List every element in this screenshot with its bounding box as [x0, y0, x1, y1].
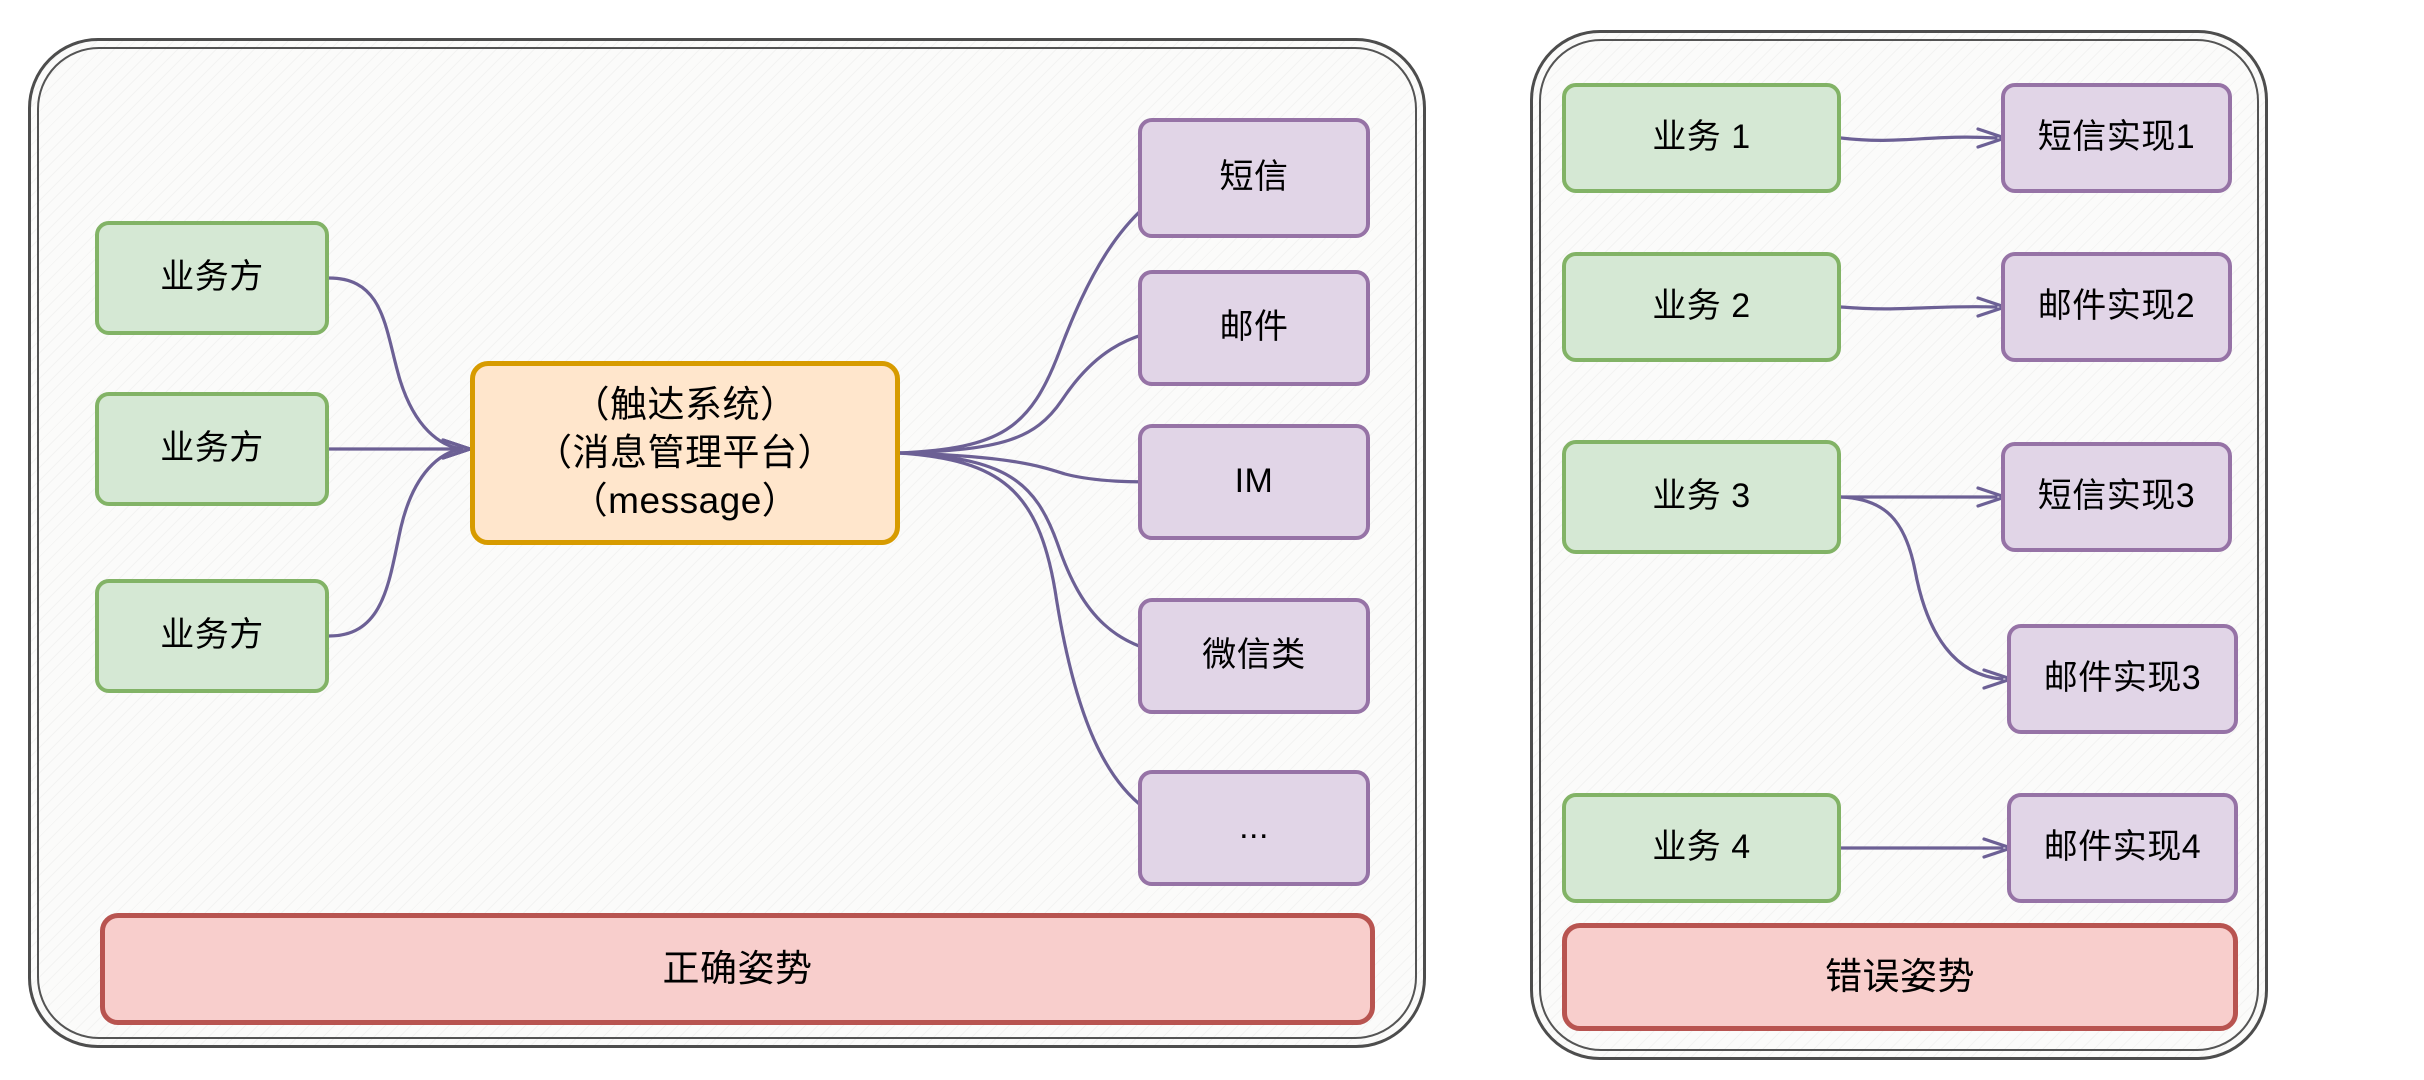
node-message-platform[interactable]: （触达系统） （消息管理平台） （message）: [470, 361, 900, 545]
node-channel-email[interactable]: 邮件: [1138, 270, 1370, 386]
node-business-3[interactable]: 业务 3: [1562, 440, 1841, 554]
banner-label: 错误姿势: [1825, 956, 1975, 998]
node-label: 业务 3: [1652, 477, 1751, 516]
node-channel-more[interactable]: ...: [1138, 770, 1370, 886]
node-impl-email-4[interactable]: 邮件实现4: [2007, 793, 2238, 903]
node-biz-party-1[interactable]: 业务方: [95, 221, 329, 335]
node-label: 邮件实现4: [2043, 828, 2202, 867]
node-label: 短信实现3: [2037, 477, 2196, 516]
node-impl-sms-1[interactable]: 短信实现1: [2001, 83, 2232, 193]
node-channel-sms[interactable]: 短信: [1138, 118, 1370, 238]
node-label: 微信类: [1202, 636, 1306, 675]
banner-label: 正确姿势: [662, 948, 813, 990]
node-channel-wechat[interactable]: 微信类: [1138, 598, 1370, 714]
node-label: 业务方: [160, 258, 264, 297]
node-label: 短信实现1: [2037, 118, 2196, 157]
node-biz-party-3[interactable]: 业务方: [95, 579, 329, 693]
node-impl-sms-3[interactable]: 短信实现3: [2001, 442, 2232, 552]
wrong-posture-banner[interactable]: 错误姿势: [1562, 923, 2238, 1031]
node-biz-party-2[interactable]: 业务方: [95, 392, 329, 506]
node-label: ...: [1239, 808, 1269, 847]
node-label: 业务 2: [1652, 287, 1751, 326]
node-channel-im[interactable]: IM: [1138, 424, 1370, 540]
node-label: 邮件实现3: [2043, 659, 2202, 698]
node-label: 业务 4: [1652, 828, 1751, 867]
correct-posture-banner[interactable]: 正确姿势: [100, 913, 1375, 1025]
node-label: 邮件实现2: [2037, 287, 2196, 326]
node-business-2[interactable]: 业务 2: [1562, 252, 1841, 362]
node-label: 业务方: [160, 429, 264, 468]
node-label: 短信: [1219, 158, 1289, 197]
node-label: 业务方: [160, 616, 264, 655]
node-label: IM: [1234, 462, 1274, 501]
node-label: 邮件: [1219, 308, 1289, 347]
node-business-1[interactable]: 业务 1: [1562, 83, 1841, 193]
node-impl-email-3[interactable]: 邮件实现3: [2007, 624, 2238, 734]
node-label: （触达系统） （消息管理平台） （message）: [535, 383, 835, 522]
node-impl-email-2[interactable]: 邮件实现2: [2001, 252, 2232, 362]
node-label: 业务 1: [1652, 118, 1751, 157]
node-business-4[interactable]: 业务 4: [1562, 793, 1841, 903]
